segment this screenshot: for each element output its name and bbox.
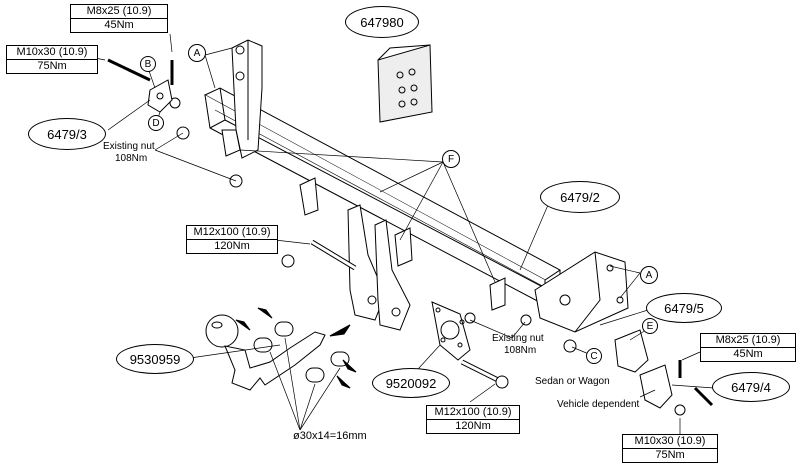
tow-ball — [205, 314, 326, 391]
part-number-647980: 647980 — [345, 6, 419, 38]
torque-value: 75Nm — [655, 449, 685, 461]
callout-b: B — [140, 56, 156, 72]
small-bracket-6479-4 — [639, 364, 673, 409]
torque-spec: M8x25 (10.9) — [71, 5, 167, 19]
leader-lines — [94, 33, 715, 435]
part-number-6479-2: 6479/2 — [540, 181, 620, 213]
part-number-9520092: 9520092 — [372, 368, 450, 398]
torque-box-top-m10: M10x30 (10.9) 75Nm — [6, 45, 98, 74]
spacer-dimension-note: ø30x14=16mm — [293, 430, 367, 442]
existing-nut-right-torque: 108Nm — [504, 345, 537, 356]
crossbar-6479-2 — [203, 87, 561, 306]
callout-f: F — [442, 150, 460, 168]
torque-value: 45Nm — [104, 19, 134, 31]
torque-spec: M12x100 (10.9) — [427, 406, 519, 420]
torque-spec: M12x100 (10.9) — [187, 226, 277, 240]
torque-box-bottom-m12: M12x100 (10.9) 120Nm — [426, 405, 520, 434]
torque-box-right-m10: M10x30 (10.9) 75Nm — [622, 434, 718, 463]
torque-box-right-m8: M8x25 (10.9) 45Nm — [700, 333, 796, 362]
neck-plates — [347, 204, 411, 331]
existing-nut-left-torque: 108Nm — [115, 153, 148, 164]
left-bracket — [221, 39, 263, 159]
existing-nut-right-label: Existing nut — [492, 333, 544, 344]
vehicle-dependent-note: Vehicle dependent — [557, 399, 640, 410]
torque-value: 75Nm — [37, 60, 67, 72]
small-bracket-6479-5 — [614, 329, 649, 373]
existing-nut-left-label: Existing nut — [103, 141, 155, 152]
part-number-9530959: 9530959 — [116, 344, 194, 374]
right-bracket — [534, 251, 629, 333]
sedan-wagon-note: Sedan or Wagon — [535, 376, 610, 387]
socket-plate-9520092 — [431, 301, 471, 361]
callout-e: E — [642, 318, 658, 334]
callout-a-top: A — [188, 44, 206, 62]
torque-box-mid-m12: M12x100 (10.9) 120Nm — [186, 225, 278, 254]
part-number-6479-4: 6479/4 — [712, 372, 790, 402]
insert-arrows — [235, 307, 357, 389]
bolts — [107, 58, 714, 416]
torque-box-top-m8: M8x25 (10.9) 45Nm — [70, 4, 168, 33]
small-bracket-6479-3 — [147, 79, 173, 113]
torque-spec: M8x25 (10.9) — [701, 334, 795, 348]
part-number-6479-5: 6479/5 — [646, 293, 722, 323]
torque-value: 45Nm — [733, 348, 763, 360]
torque-value: 120Nm — [455, 420, 491, 432]
callout-c: C — [586, 348, 602, 364]
callout-d: D — [148, 115, 164, 131]
part-number-6479-3: 6479/3 — [28, 118, 106, 150]
hardware-bag-647980 — [377, 44, 433, 123]
torque-value: 120Nm — [214, 240, 250, 252]
torque-spec: M10x30 (10.9) — [7, 46, 97, 60]
torque-spec: M10x30 (10.9) — [623, 435, 717, 449]
callout-a-right: A — [640, 266, 658, 284]
